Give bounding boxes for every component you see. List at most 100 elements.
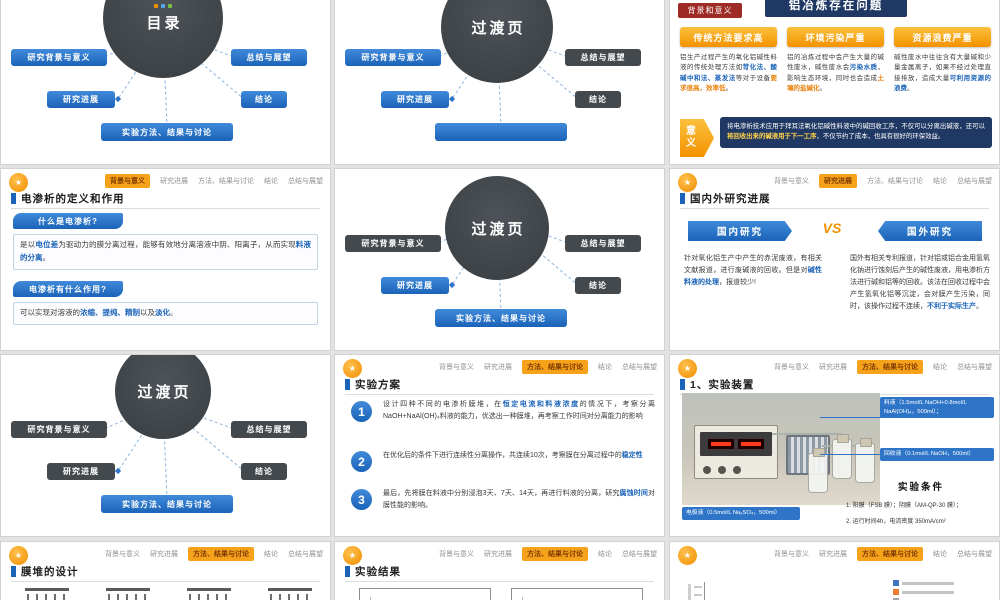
slide-toc[interactable]: 目录 研究背景与意义 总结与展望 研究进展 结论 实验方法、结果与讨论: [0, 0, 331, 165]
header-divider: [345, 394, 654, 395]
map-box-progress: 研究进展: [381, 91, 449, 108]
section-nav: 背景与意义 研究进展 方法、结果与讨论 结论 总结与展望: [105, 547, 323, 561]
map-box-method: [435, 123, 567, 141]
step-text-2: 在优化后的条件下进行连续性分离操作，共连续10次，考察膜在分离过程中的稳定性: [383, 452, 643, 459]
map-box-method: 实验方法、结果与讨论: [101, 495, 233, 513]
label-leader-line: [820, 454, 882, 455]
nav-item-method: 方法、结果与讨论: [867, 178, 923, 185]
experiment-photo: [682, 393, 880, 505]
legend-entry: [893, 580, 985, 586]
slide-research-progress[interactable]: ★ 背景与意义 研究进展 方法、结果与讨论 结论 总结与展望 国内外研究进展 国…: [669, 168, 1000, 351]
map-box-conclusion: 结论: [241, 463, 287, 480]
section-nav: 背景与意义 研究进展 方法、结果与讨论 结论 总结与展望: [774, 547, 992, 561]
logo-star-icon: ★: [348, 551, 357, 560]
nav-item-background: 背景与意义: [105, 174, 150, 188]
nav-item-background: 背景与意义: [439, 364, 474, 371]
result-chart-1: [359, 588, 491, 600]
recovery-label: 回收液（0.1mol/L NaOH，500ml）: [880, 448, 994, 461]
slide-results-chart[interactable]: ★ 背景与意义 研究进展 方法、结果与讨论 结论 总结与展望: [669, 541, 1000, 600]
nav-item-conclusion: 结论: [933, 178, 947, 185]
map-box-progress: 研究进展: [47, 91, 115, 108]
header-text: 电渗析的定义和作用: [21, 193, 125, 205]
map-box-summary: 总结与展望: [231, 49, 307, 66]
slide-header: 国内外研究进展: [680, 191, 771, 206]
map-box-summary: 总结与展望: [565, 49, 641, 66]
problem-card-1: 传统方法要求高: [680, 27, 777, 47]
slide-background-significance[interactable]: 背景和意义 铝冶炼存在问题 传统方法要求高 环境污染严重 资源浪费严重 铝生产过…: [669, 0, 1000, 165]
transition-title: 过渡页: [137, 383, 192, 401]
section-nav: 背景与意义 研究进展 方法、结果与讨论 结论 总结与展望: [774, 174, 992, 188]
map-box-summary: 总结与展望: [565, 235, 641, 252]
logo-star-icon: ★: [683, 364, 692, 373]
nav-item-summary: 总结与展望: [957, 551, 992, 558]
nav-item-background: 背景与意义: [439, 551, 474, 558]
transition-title: 过渡页: [471, 19, 526, 37]
step-number-2: 2: [351, 451, 372, 472]
logo-star-icon: ★: [348, 364, 357, 373]
nav-item-summary: 总结与展望: [288, 551, 323, 558]
condition-1: 1. 阳膜（FSB 膜）；阴膜（AM-QP-30 膜）；: [846, 503, 963, 509]
map-box-conclusion: 结论: [241, 91, 287, 108]
conditions-title: 实验条件: [898, 482, 945, 493]
problem-text-2: 铝的冶炼过程中会产生大量的碱性废水，碱性废水会污染水质，影响生态环境，同时也会造…: [787, 54, 885, 93]
slide-experiment-setup[interactable]: ★ 背景与意义 研究进展 方法、结果与讨论 结论 总结与展望 1、实验装置 料液…: [669, 354, 1000, 537]
axis-tick: [694, 586, 702, 588]
step-text-3: 最后，先将膜在料液中分别浸泡3天、7天、14天，再进行料液的分离，研究腐蚀时间对…: [383, 490, 655, 509]
nav-item-conclusion: 结论: [933, 364, 947, 371]
header-divider: [11, 208, 320, 209]
slide-membrane-stack-design[interactable]: ★ 背景与意义 研究进展 方法、结果与讨论 结论 总结与展望 膜堆的设计: [0, 541, 331, 600]
problem-text-3: 碱性废水中往往含有大量碱和少量金属离子，如果不经过处理直接排放，造成大量可利用资…: [894, 54, 992, 93]
stack-diagram-2: [96, 588, 160, 600]
transition-title: 过渡页: [471, 220, 526, 238]
significance-label: 意义: [686, 125, 696, 150]
slide-electrodialysis-definition[interactable]: ★ 背景与意义 研究进展 方法、结果与讨论 结论 总结与展望 电渗析的定义和作用…: [0, 168, 331, 351]
nav-item-conclusion: 结论: [598, 551, 612, 558]
nav-item-summary: 总结与展望: [622, 551, 657, 558]
header-text: 膜堆的设计: [21, 566, 79, 578]
slide-header: 1、实验装置: [680, 377, 754, 392]
section-nav: 背景与意义 研究进展 方法、结果与讨论 结论 总结与展望: [105, 174, 323, 188]
psu-display: [700, 432, 772, 456]
slide-transition-1[interactable]: 过渡页 研究背景与意义 总结与展望 研究进展 结论: [334, 0, 665, 165]
slide-transition-2[interactable]: 过渡页 研究背景与意义 总结与展望 研究进展 结论 实验方法、结果与讨论: [334, 168, 665, 351]
map-box-background: 研究背景与意义: [11, 49, 107, 66]
logo-badge: ★: [343, 359, 362, 378]
step-number-1: 1: [351, 401, 372, 422]
map-box-progress: 研究进展: [47, 463, 115, 480]
y-axis: [704, 582, 705, 600]
nav-item-conclusion: 结论: [598, 364, 612, 371]
slide-header: 实验方案: [345, 377, 401, 392]
psu-knobs: [703, 466, 741, 474]
nav-item-method: 方法、结果与讨论: [522, 547, 588, 561]
step-number-3: 3: [351, 489, 372, 510]
map-box-background: 研究背景与意义: [345, 235, 441, 252]
slide-transition-3[interactable]: 过渡页 研究背景与意义 总结与展望 研究进展 结论 实验方法、结果与讨论: [0, 354, 331, 537]
nav-item-conclusion: 结论: [264, 551, 278, 558]
nav-item-progress: 研究进展: [819, 174, 857, 188]
feed-label: 料液（1.5mol/L NaOH+0.8mol/L NaAl(OH)₄，500m…: [880, 397, 994, 419]
slide-header: 实验结果: [345, 564, 401, 579]
header-divider: [345, 581, 654, 582]
slide-experiment-plan[interactable]: ★ 背景与意义 研究进展 方法、结果与讨论 结论 总结与展望 实验方案 1 设计…: [334, 354, 665, 537]
header-text: 实验方案: [355, 379, 401, 391]
label-leader-line: [820, 417, 882, 418]
nav-item-progress: 研究进展: [484, 551, 512, 558]
foreign-text: 国外有相关专利报道，针对铝或铝合金用氢氧化钠进行蚀刻后产生的碱性废液，用电渗析方…: [850, 255, 990, 311]
slide-experiment-results[interactable]: ★ 背景与意义 研究进展 方法、结果与讨论 结论 总结与展望 实验结果: [334, 541, 665, 600]
map-box-summary: 总结与展望: [231, 421, 307, 438]
logo-star-icon: ★: [14, 551, 23, 560]
legend-entry: [893, 589, 985, 595]
toc-title: 目录: [146, 14, 183, 32]
transition-circle: 过渡页: [115, 355, 211, 439]
header-text: 实验结果: [355, 566, 401, 578]
result-chart-2: [511, 588, 643, 600]
nav-item-summary: 总结与展望: [957, 178, 992, 185]
chart-legend: [893, 580, 985, 600]
logo-star-icon: ★: [683, 178, 692, 187]
transition-circle: 过渡页: [445, 176, 549, 280]
stack-diagram-1: [15, 588, 79, 600]
bottle: [832, 434, 852, 479]
header-divider: [680, 208, 989, 209]
bottle: [808, 448, 828, 493]
